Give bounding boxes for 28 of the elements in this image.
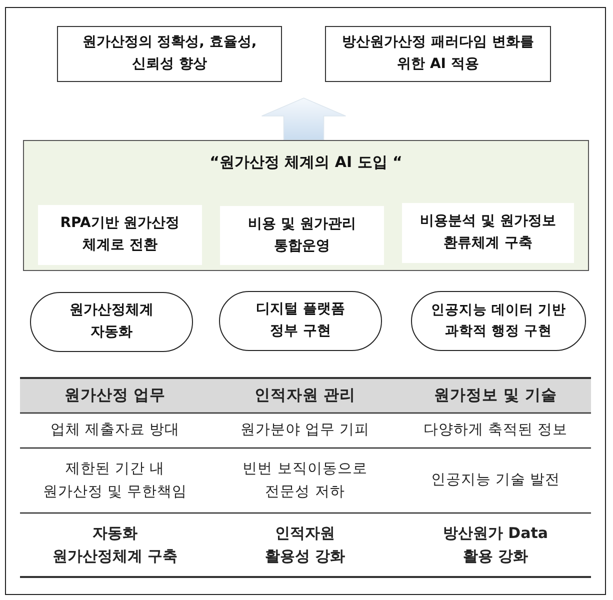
column-header: 인적자원 관리	[254, 385, 356, 406]
task-box	[402, 203, 574, 263]
node-text: 비용분석 및 원가정보 환류체계 구축	[419, 212, 557, 253]
node-text: 방산원가산정 패러다임 변화를 위한 AI 적용	[341, 33, 535, 74]
node-text: RPA기반 원가산정 체계로 전환	[59, 214, 181, 255]
panel-title: “원가산정 체계의 AI 도입 “	[210, 152, 402, 173]
column-header: 원가산정 업무	[64, 385, 166, 406]
table-cell-text: 인공지능 기술 발전	[430, 471, 560, 490]
node-text: 원가산정체계 자동화	[68, 301, 154, 342]
table-cell-text: 인적자원 활용성 강화	[264, 522, 346, 567]
node-text: 비용 및 원가관리 통합운영	[247, 214, 357, 256]
table-cell-text: 제한된 기간 내 원가산정 및 무한책임	[42, 460, 188, 502]
column-header: 원가정보 및 기술	[434, 385, 557, 406]
task-box	[38, 205, 202, 265]
table-cell-text: 빈번 보직이동으로 전문성 저하	[242, 460, 368, 502]
block-arrow	[261, 98, 346, 140]
goal-box	[57, 26, 282, 82]
strategy-panel	[23, 140, 589, 271]
table-cell-text: 업체 제출자료 방대	[50, 421, 180, 440]
table-cell-text: 다양하게 축적된 정보	[423, 421, 568, 440]
node-text: 인공지능 데이터 기반 과학적 행정 구현	[430, 301, 568, 341]
goal-box	[325, 26, 551, 82]
table-cell-text: 자동화 원가산정체계 구축	[51, 522, 179, 567]
node-text: 원가산정의 정확성, 효율성, 신뢰성 향상	[81, 33, 258, 74]
task-box	[220, 206, 384, 265]
table-cell-text: 원가분야 업무 기피	[240, 421, 370, 440]
table-cell-text: 방산원가 Data 활용 강화	[442, 522, 550, 567]
node-text: 디지털 플랫폼 정부 구현	[255, 300, 346, 341]
